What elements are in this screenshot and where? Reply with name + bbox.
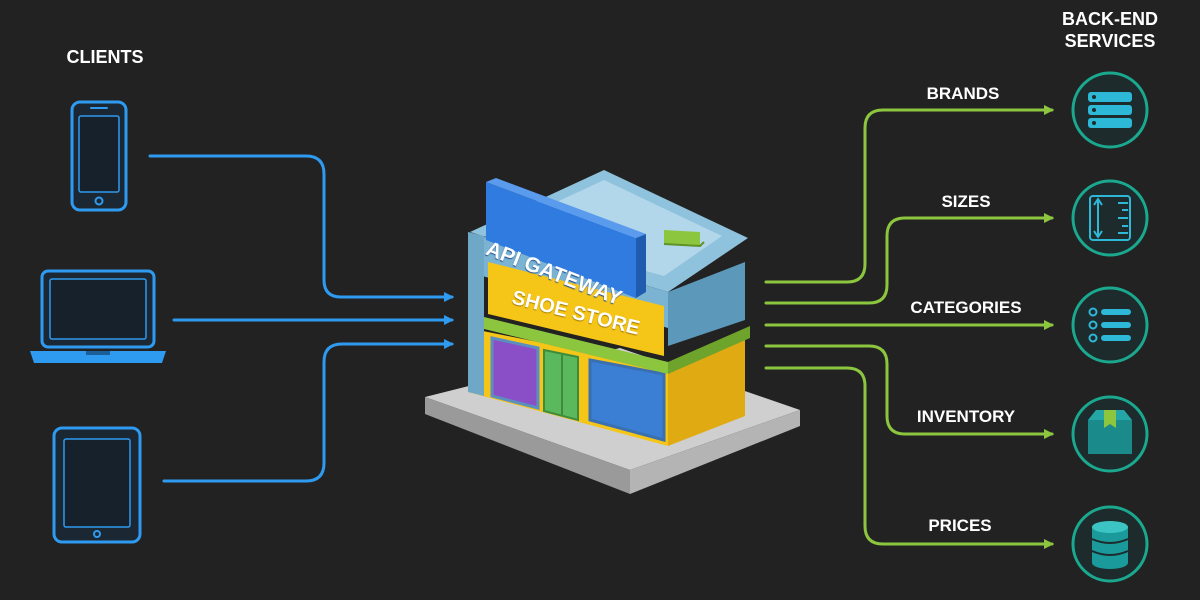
shoe-store-banner bbox=[488, 262, 664, 356]
connector-inventory bbox=[764, 344, 1054, 439]
tablet-icon bbox=[52, 426, 142, 544]
connector-tablet bbox=[162, 339, 454, 483]
backend-heading: BACK-END SERVICES bbox=[1040, 8, 1180, 52]
box-icon bbox=[1071, 395, 1149, 473]
gateway-building bbox=[425, 170, 800, 494]
laptop-icon bbox=[30, 269, 166, 363]
service-label-prices: PRICES bbox=[928, 516, 992, 535]
smartphone-icon bbox=[70, 100, 128, 212]
backend-heading-line2: SERVICES bbox=[1064, 31, 1156, 51]
window-blue bbox=[588, 358, 666, 442]
service-label-categories: CATEGORIES bbox=[910, 298, 1022, 317]
api-gateway-sign bbox=[486, 182, 636, 298]
connector-brands bbox=[764, 105, 1054, 284]
connector-phone bbox=[148, 154, 454, 302]
service-label-sizes: SIZES bbox=[941, 192, 991, 211]
list-icon bbox=[1071, 286, 1149, 364]
service-label-brands: BRANDS bbox=[926, 84, 1000, 103]
connector-sizes bbox=[764, 213, 1054, 305]
service-label-inventory: INVENTORY bbox=[916, 407, 1016, 426]
server-stack-icon bbox=[1071, 71, 1149, 149]
backend-heading-line1: BACK-END bbox=[1062, 9, 1158, 29]
database-icon bbox=[1071, 505, 1149, 583]
clients-heading: CLIENTS bbox=[66, 47, 144, 67]
ruler-icon bbox=[1071, 179, 1149, 257]
window-purple bbox=[490, 336, 540, 410]
connector-prices bbox=[764, 366, 1054, 549]
